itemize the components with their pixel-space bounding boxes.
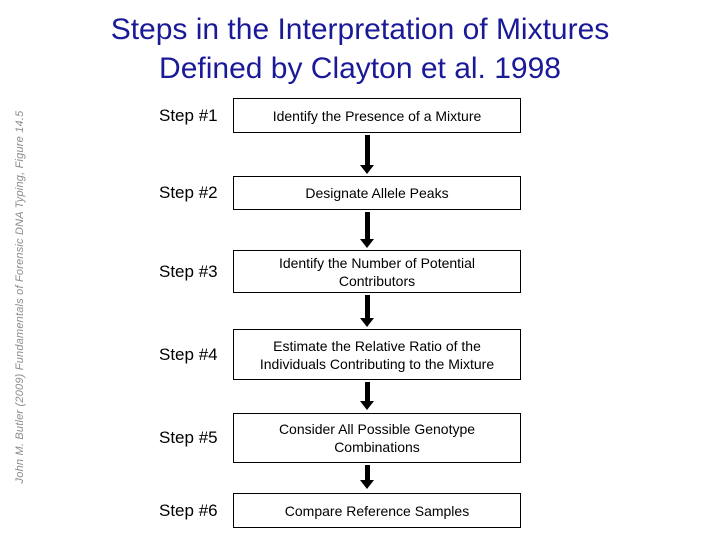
slide-title-line2: Defined by Clayton et al. 1998 — [159, 52, 561, 85]
step-box-4: Estimate the Relative Ratio of the Indiv… — [233, 329, 521, 380]
arrow-shaft — [364, 295, 370, 318]
step-box-6: Compare Reference Samples — [233, 493, 521, 528]
step-box-3: Identify the Number of Potential Contrib… — [233, 250, 521, 293]
step-row-3: Step #3 Identify the Number of Potential… — [0, 250, 720, 293]
arrow-head — [360, 318, 374, 327]
step-row-1: Step #1 Identify the Presence of a Mixtu… — [0, 98, 720, 133]
arrow-head — [360, 239, 374, 248]
step-label-1: Step #1 — [159, 105, 218, 125]
step-row-2: Step #2 Designate Allele Peaks — [0, 176, 720, 210]
arrow-shaft — [364, 135, 370, 165]
step-label-3: Step #3 — [159, 261, 218, 281]
step-label-5: Step #5 — [159, 428, 218, 447]
arrow-head — [360, 480, 374, 489]
step-label-6: Step #6 — [159, 500, 218, 520]
step-label-2: Step #2 — [159, 183, 218, 202]
arrow-head — [360, 165, 374, 174]
step-row-4: Step #4 Estimate the Relative Ratio of t… — [0, 329, 720, 380]
down-arrow-icon — [360, 212, 374, 248]
step-box-5: Consider All Possible Genotype Combinati… — [233, 413, 521, 463]
slide-title: Steps in the Interpretation of Mixtures … — [0, 10, 720, 88]
arrow-shaft — [364, 465, 370, 480]
down-arrow-icon — [360, 465, 374, 489]
slide-title-line1: Steps in the Interpretation of Mixtures — [110, 13, 610, 46]
step-box-1: Identify the Presence of a Mixture — [233, 98, 521, 133]
step-label-4: Step #4 — [159, 344, 218, 364]
arrow-shaft — [364, 212, 370, 239]
down-arrow-icon — [360, 295, 374, 327]
arrow-shaft — [364, 382, 370, 401]
step-box-2: Designate Allele Peaks — [233, 176, 521, 210]
arrow-head — [360, 401, 374, 410]
step-row-6: Step #6 Compare Reference Samples — [0, 493, 720, 528]
step-row-5: Step #5 Consider All Possible Genotype C… — [0, 413, 720, 463]
down-arrow-icon — [360, 382, 374, 410]
down-arrow-icon — [360, 135, 374, 174]
